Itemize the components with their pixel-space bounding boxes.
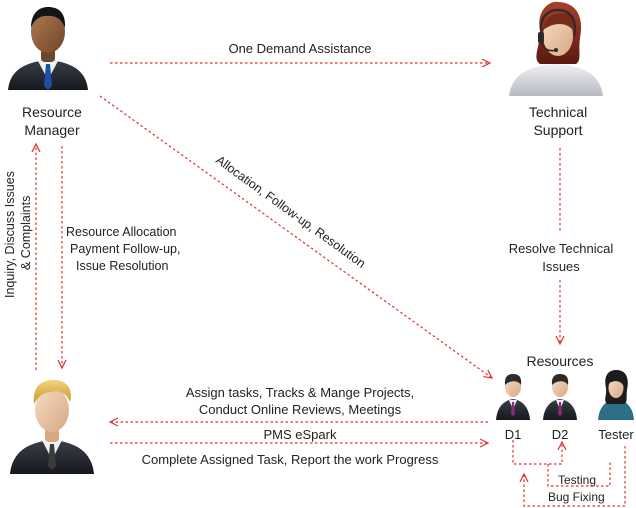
inquiry-label-line1: Inquiry, Discuss Issues bbox=[3, 171, 17, 298]
d1-label: D1 bbox=[504, 427, 522, 442]
resolve-label-1: Resolve Technical bbox=[508, 241, 614, 256]
arrow-testing bbox=[512, 440, 562, 465]
arrow-allocation-diagonal bbox=[99, 95, 492, 378]
resource-manager-label: Resource Manager bbox=[22, 104, 82, 138]
one-demand-label: One Demand Assistance bbox=[228, 41, 372, 56]
resource-manager-avatar bbox=[8, 7, 88, 90]
technical-support-label: Technical Support bbox=[528, 104, 588, 138]
testing-label: Testing bbox=[558, 473, 597, 487]
arrow-testing-tester bbox=[547, 460, 611, 487]
d2-label: D2 bbox=[551, 427, 569, 442]
tester-label: Tester bbox=[598, 427, 634, 442]
arrow-bug-fixing bbox=[524, 446, 626, 507]
client-avatar bbox=[10, 380, 94, 474]
inquiry-label-line2: & Complaints bbox=[19, 195, 33, 270]
tester-avatar bbox=[598, 370, 634, 420]
complete-label: Complete Assigned Task, Report the work … bbox=[141, 452, 439, 467]
bug-fixing-label: Bug Fixing bbox=[548, 490, 605, 504]
d1-avatar bbox=[496, 374, 530, 420]
resource-allocation-label-3: Issue Resolution bbox=[76, 259, 169, 273]
d2-avatar bbox=[543, 374, 577, 420]
resources-title: Resources bbox=[526, 353, 594, 369]
resolve-label-2: Issues bbox=[542, 259, 580, 274]
assign-label-1: Assign tasks, Tracks & Mange Projects, bbox=[185, 385, 415, 400]
resource-allocation-label-2: Payment Follow-up, bbox=[70, 242, 181, 256]
assign-label-2: Conduct Online Reviews, Meetings bbox=[198, 402, 402, 417]
technical-support-avatar bbox=[509, 1, 603, 96]
pms-label: PMS eSpark bbox=[263, 427, 337, 442]
resource-allocation-label-1: Resource Allocation bbox=[66, 225, 177, 239]
